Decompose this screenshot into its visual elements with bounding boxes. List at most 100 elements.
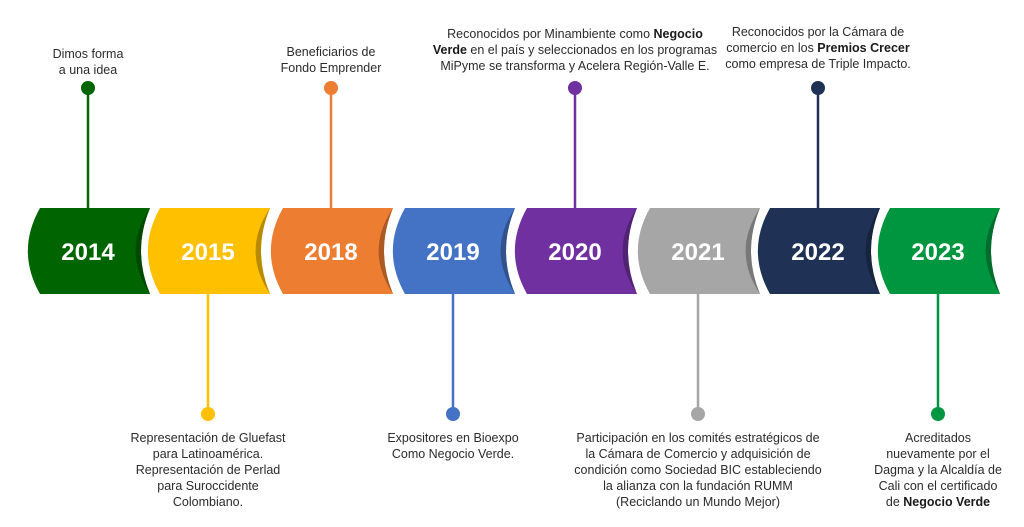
year-label-2021: 2021 bbox=[671, 239, 724, 266]
note-run: Cali con el certificado bbox=[878, 479, 998, 493]
note-run: en el país y seleccionados en los progra… bbox=[466, 43, 718, 57]
note-run: Expositores en Bioexpo bbox=[387, 431, 519, 445]
connector-dot bbox=[811, 81, 825, 95]
timeline-segment-2015: 2015 bbox=[147, 208, 270, 294]
segment-shape bbox=[147, 208, 270, 294]
segment-shape bbox=[392, 208, 515, 294]
note-run: Representación de Perlad bbox=[135, 463, 281, 477]
timeline-segment-2018: 2018 bbox=[270, 208, 393, 294]
note-run: para Latinoamérica. bbox=[152, 447, 264, 461]
note-run: (Reciclando un Mundo Mejor) bbox=[616, 495, 780, 509]
timeline-segment-2022: 2022 bbox=[757, 208, 880, 294]
note-line: Representación de Perlad bbox=[118, 462, 298, 478]
note-line: Beneficiarios de bbox=[266, 44, 396, 60]
note-run: MiPyme se transforma y Acelera Región-Va… bbox=[440, 59, 710, 73]
timeline-segment-2021: 2021 bbox=[637, 208, 760, 294]
note-line: comercio en los Premios Crecer bbox=[713, 40, 923, 56]
note-line: Verde en el país y seleccionados en los … bbox=[425, 42, 725, 58]
note-run: Reconocidos por Minambiente como bbox=[447, 27, 654, 41]
segment-curl bbox=[135, 208, 150, 294]
year-label-2020: 2020 bbox=[548, 239, 601, 266]
segment-shape bbox=[757, 208, 880, 294]
segment-curl bbox=[865, 208, 880, 294]
note-line: para Suroccidente bbox=[118, 478, 298, 494]
year-label-2022: 2022 bbox=[791, 239, 844, 266]
year-label-2019: 2019 bbox=[426, 239, 479, 266]
connector-2022 bbox=[811, 81, 825, 208]
timeline-segment-2019: 2019 bbox=[392, 208, 515, 294]
connector-dot bbox=[81, 81, 95, 95]
note-run: Colombiano. bbox=[172, 495, 244, 509]
year-label-2023: 2023 bbox=[911, 239, 964, 266]
note-run: a una idea bbox=[58, 63, 118, 77]
milestone-note-2021: Participación en los comités estratégico… bbox=[558, 430, 838, 510]
segment-curl bbox=[745, 208, 760, 294]
note-line: nuevamente por el bbox=[863, 446, 1013, 462]
connector-2019 bbox=[446, 294, 460, 421]
connector-2021 bbox=[691, 294, 705, 421]
note-run: Como Negocio Verde. bbox=[391, 447, 515, 461]
note-bold-run: Verde bbox=[432, 43, 467, 57]
note-line: MiPyme se transforma y Acelera Región-Va… bbox=[425, 58, 725, 74]
note-line: Acreditados bbox=[863, 430, 1013, 446]
connector-2014 bbox=[81, 81, 95, 208]
note-line: Reconocidos por Minambiente como Negocio bbox=[425, 26, 725, 42]
milestone-note-2015: Representación de Gluefast para Latinoamé… bbox=[118, 430, 298, 510]
year-label-2014: 2014 bbox=[61, 239, 115, 266]
note-bold-run: Negocio Verde bbox=[903, 495, 991, 509]
segment-curl bbox=[378, 208, 393, 294]
milestone-note-2014: Dimos forma a una idea bbox=[28, 46, 148, 78]
segment-curl bbox=[500, 208, 515, 294]
note-bold-run: Negocio bbox=[653, 27, 703, 41]
note-run: para Suroccidente bbox=[157, 479, 259, 493]
note-run: la alianza con la fundación RUMM bbox=[603, 479, 793, 493]
milestone-note-2020: Reconocidos por Minambiente como Negocio… bbox=[425, 26, 725, 74]
segment-shape bbox=[514, 208, 637, 294]
note-run: Fondo Emprender bbox=[280, 61, 382, 75]
note-bold-run: Premios Crecer bbox=[817, 41, 910, 55]
year-label-2015: 2015 bbox=[181, 239, 234, 266]
note-run: comercio en los bbox=[726, 41, 818, 55]
segment-curl bbox=[622, 208, 637, 294]
note-run: Dagma y la Alcaldía de bbox=[874, 463, 1002, 477]
year-label-2018: 2018 bbox=[304, 239, 357, 266]
timeline-segment-2023: 2023 bbox=[877, 208, 1000, 294]
note-run: como empresa de Triple Impacto. bbox=[725, 57, 911, 71]
note-line: de Negocio Verde bbox=[863, 494, 1013, 510]
note-line: como empresa de Triple Impacto. bbox=[713, 56, 923, 72]
note-run: Representación de Gluefast bbox=[130, 431, 286, 445]
note-line: la alianza con la fundación RUMM bbox=[558, 478, 838, 494]
note-line: la Cámara de Comercio y adquisición de bbox=[558, 446, 838, 462]
timeline-segment-2020: 2020 bbox=[514, 208, 637, 294]
note-line: Cali con el certificado bbox=[863, 478, 1013, 494]
segment-shape bbox=[637, 208, 760, 294]
note-line: Expositores en Bioexpo bbox=[353, 430, 553, 446]
segment-curl bbox=[985, 208, 1000, 294]
connector-2015 bbox=[201, 294, 215, 421]
note-run: Dimos forma bbox=[52, 47, 124, 61]
note-run: Reconocidos por la Cámara de bbox=[731, 25, 905, 39]
timeline-segment-2014: 2014 bbox=[27, 208, 151, 294]
note-line: Como Negocio Verde. bbox=[353, 446, 553, 462]
note-run: Participación en los comités estratégico… bbox=[576, 431, 820, 445]
note-line: Colombiano. bbox=[118, 494, 298, 510]
connector-2023 bbox=[931, 294, 945, 421]
note-line: Representación de Gluefast bbox=[118, 430, 298, 446]
timeline-band: 2014 2015 2018 2019 2020 2021 2022 2023 bbox=[27, 208, 1000, 294]
note-run: de bbox=[885, 495, 904, 509]
note-line: condición como Sociedad BIC estableciend… bbox=[558, 462, 838, 478]
note-line: para Latinoamérica. bbox=[118, 446, 298, 462]
note-run: Acreditados bbox=[904, 431, 971, 445]
note-line: Fondo Emprender bbox=[266, 60, 396, 76]
connector-dot bbox=[691, 407, 705, 421]
segment-shape bbox=[877, 208, 1000, 294]
note-run: la Cámara de Comercio y adquisición de bbox=[585, 447, 811, 461]
note-line: Dimos forma bbox=[28, 46, 148, 62]
note-line: a una idea bbox=[28, 62, 148, 78]
note-run: condición como Sociedad BIC estableciend… bbox=[574, 463, 822, 477]
